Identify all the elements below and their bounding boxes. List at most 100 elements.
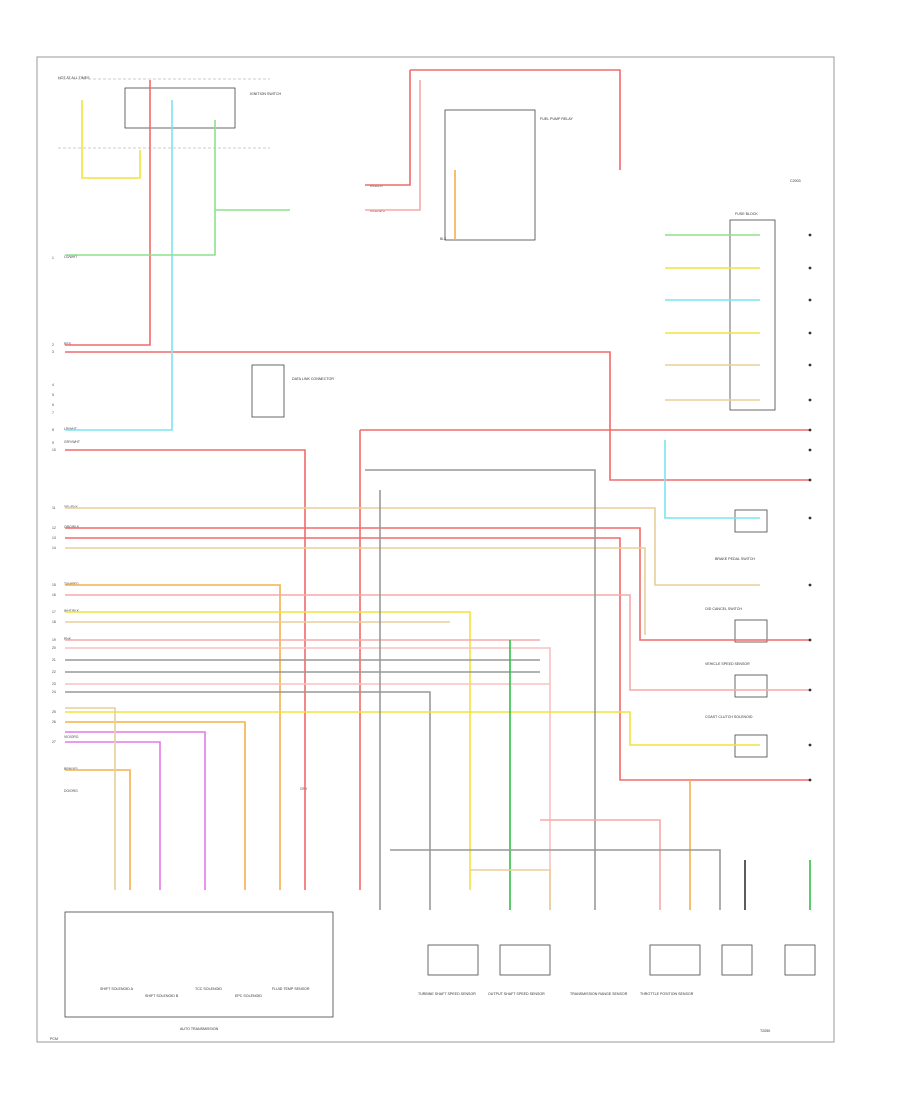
wire-lt-blue-20 — [664, 440, 760, 519]
brake-pedal-switch-label: BRAKE PEDAL SWITCH — [715, 557, 755, 561]
terminal-dot-7 — [808, 428, 812, 432]
turbine-sensor-block — [427, 944, 479, 976]
coast-clutch-label: COAST CLUTCH SOLENOID — [705, 715, 753, 719]
terminal-dot-10 — [808, 516, 812, 520]
pcm-pin-number-13: 13 — [52, 536, 56, 540]
wire-pink-red-26 — [65, 594, 810, 691]
fuel-pump-relay-label: FUEL PUMP RELAY — [540, 117, 573, 121]
fuse-block-label: FUSE BLOCK — [735, 212, 758, 216]
wire-label-org-blk: ORG/BLK — [64, 525, 80, 529]
pcm-pin-number-14: 14 — [52, 546, 56, 550]
output-sensor-label: OUTPUT SHAFT SPEED SENSOR — [488, 992, 545, 996]
brake-pedal-switch-block — [734, 509, 768, 533]
diagram-frame — [36, 56, 835, 1043]
wire-label-brn-yel: BRN/YEL — [64, 767, 79, 771]
vehicle-speed-sensor-block — [734, 674, 768, 698]
terminal-dot-9 — [808, 478, 812, 482]
wire-label-pnk: PNK — [64, 637, 72, 641]
wire-label-red-lg: RED/LG — [370, 184, 383, 188]
corner-code: C2003 — [790, 179, 801, 183]
wire-gray-34 — [65, 691, 431, 910]
transmission-block — [64, 911, 334, 1018]
pcm-pin-number-27: 27 — [52, 740, 56, 744]
terminal-dot-14 — [808, 743, 812, 747]
pcm-sensor-block-2 — [784, 944, 816, 976]
wire-yellow-27 — [65, 611, 471, 890]
terminal-dot-3 — [808, 298, 812, 302]
pcm-pin-number-12: 12 — [52, 526, 56, 530]
pcm-pin-number-4: 4 — [52, 383, 54, 387]
wire-violet-38 — [65, 741, 161, 890]
wire-label-red-wht: RED/WHT — [370, 209, 386, 213]
wire-orange-36 — [65, 721, 246, 890]
wire-pink-red-47 — [540, 819, 661, 910]
tps-block — [649, 944, 701, 976]
data-link-connector-label: DATA LINK CONNECTOR — [292, 377, 334, 381]
ignition-switch-label: IGNITION SWITCH — [250, 92, 282, 96]
pcm-pin-number-21: 21 — [52, 658, 56, 662]
fuse-block — [729, 219, 776, 411]
pcm-sensor-block-1 — [721, 944, 753, 976]
terminal-dot-13 — [808, 688, 812, 692]
wire-label-lg-wht: LG/WHT — [64, 255, 77, 259]
pcm-pin-number-17: 17 — [52, 610, 56, 614]
turbine-sensor-label: TURBINE SHAFT SPEED SENSOR — [418, 992, 476, 996]
pin-numbers-layer: 1234567891011121314151617181920212223242… — [52, 256, 56, 744]
fuel-pump-relay-block — [444, 109, 536, 241]
terminal-dot-12 — [808, 638, 812, 642]
wire-label-red: RED — [64, 342, 72, 346]
wire-yellow-6 — [81, 100, 141, 179]
pcm-pin-number-10: 10 — [52, 448, 56, 452]
wires-layer — [65, 69, 812, 910]
wire-tan-40 — [65, 707, 116, 890]
wire-tan-49 — [470, 869, 551, 910]
shift-solenoid-a-label: SHIFT SOLENOID A — [100, 987, 134, 991]
terminal-dot-11 — [808, 583, 812, 587]
wire-red-7 — [365, 70, 411, 186]
pcm-pin-number-23: 23 — [52, 682, 56, 686]
wire-label-gry: GRY — [300, 787, 308, 791]
pcm-pin-number-2: 2 — [52, 343, 54, 347]
terminal-dot-2 — [808, 266, 812, 270]
wire-gray-43 — [365, 469, 596, 910]
pcm-pin-number-7: 7 — [52, 411, 54, 415]
pcm-pin-number-18: 18 — [52, 620, 56, 624]
wire-light-red-30 — [65, 647, 551, 910]
terminal-dot-5 — [808, 363, 812, 367]
coast-clutch-block — [734, 734, 768, 758]
range-sensor-label: TRANSMISSION RANGE SENSOR — [570, 992, 628, 996]
pcm-pin-number-24: 24 — [52, 690, 56, 694]
wire-orange-39 — [65, 769, 131, 890]
wire-red-8 — [410, 69, 621, 170]
wire-label-tan-red: TAN/RED — [64, 582, 79, 586]
wire-yellow-35 — [65, 711, 760, 746]
wire-violet-37 — [65, 731, 206, 890]
pcm-pin-number-8: 8 — [52, 428, 54, 432]
pcm-pin-number-5: 5 — [52, 393, 54, 397]
wire-red-2 — [65, 351, 810, 481]
wire-red-22 — [65, 527, 810, 641]
pcm-pin-number-6: 6 — [52, 403, 54, 407]
wire-lt-green-4 — [65, 120, 216, 256]
pcm-pin-number-22: 22 — [52, 670, 56, 674]
terminal-dot-4 — [808, 331, 812, 335]
wire-tan-24 — [65, 547, 646, 635]
wire-pink-red-9 — [365, 80, 421, 211]
pcm-pin-number-9: 9 — [52, 441, 54, 445]
wire-label-vio-org: VIO/ORG — [64, 735, 79, 739]
pcm-pin-number-1: 1 — [52, 256, 54, 260]
vehicle-speed-sensor-label: VEHICLE SPEED SENSOR — [705, 662, 750, 666]
wire-red-11 — [65, 449, 306, 890]
wire-red-23 — [65, 537, 810, 781]
tcc-solenoid-label: TCC SOLENOID — [195, 987, 222, 991]
wire-tan-21 — [65, 507, 760, 586]
pcm-pin-number-25: 25 — [52, 710, 56, 714]
pcm-label: PCM — [50, 1037, 58, 1041]
pcm-pin-number-16: 16 — [52, 593, 56, 597]
pcm-pin-number-11: 11 — [52, 506, 56, 510]
pcm-pin-number-19: 19 — [52, 638, 56, 642]
terminal-dot-8 — [808, 448, 812, 452]
hot-at-all-times-label: HOT AT ALL TIMES — [58, 76, 90, 80]
fluid-temp-sensor-label: FLUID TEMP SENSOR — [272, 987, 310, 991]
